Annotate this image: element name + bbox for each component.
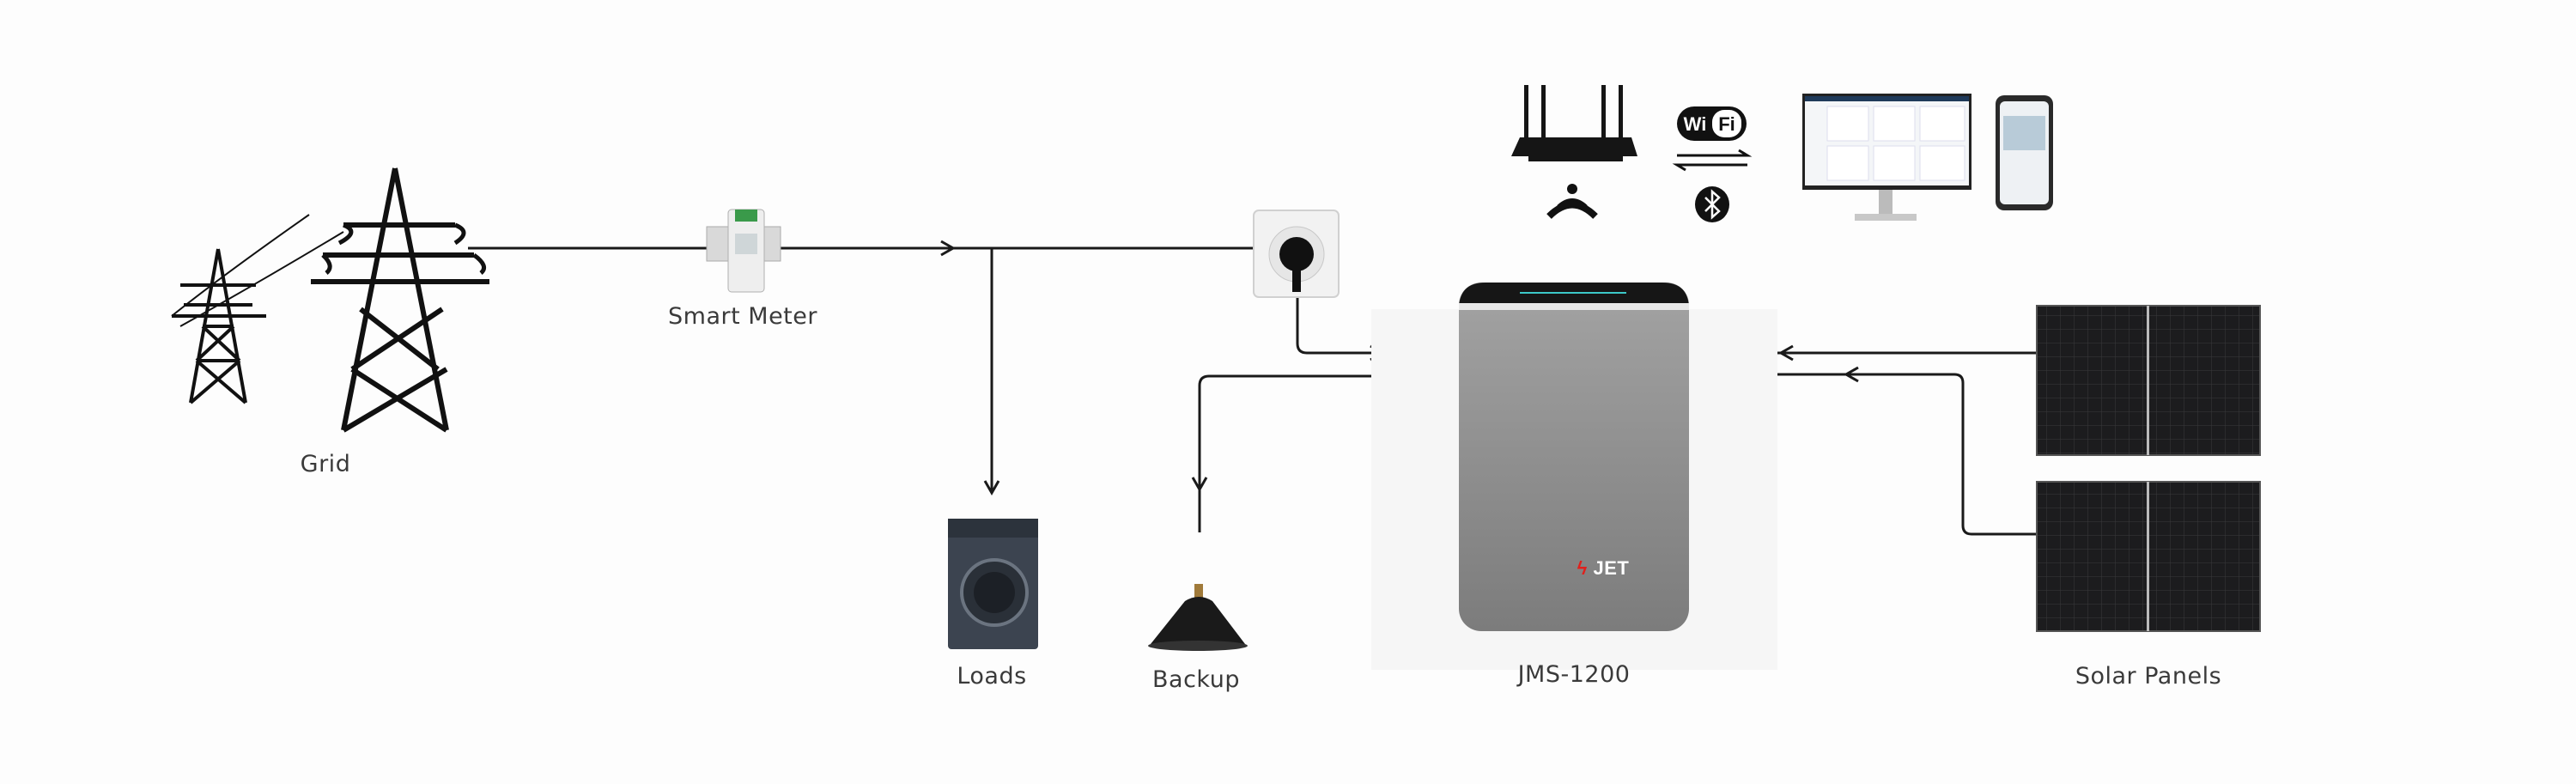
solar-bottom-line bbox=[1689, 373, 2037, 536]
battery-unit-icon bbox=[1371, 283, 1777, 670]
backup-flow-arrow bbox=[1191, 477, 1208, 493]
smartphone-icon bbox=[1996, 95, 2053, 210]
exchange-arrows-icon bbox=[1672, 149, 1753, 172]
battery-to-backup-line bbox=[1198, 374, 1459, 532]
wifi-badge-left: Wi bbox=[1684, 113, 1707, 135]
solar-bottom-arrow bbox=[1843, 366, 1859, 383]
monitor-icon bbox=[1802, 94, 1971, 221]
wifi-badge-right: Fi bbox=[1718, 113, 1735, 135]
battery-brand-text: JET bbox=[1593, 557, 1630, 579]
battery-brand-logo: ϟ JET bbox=[1577, 557, 1630, 579]
backup-label: Backup bbox=[1152, 666, 1240, 693]
transmission-tower-icon bbox=[311, 167, 489, 433]
grid-flow-arrow bbox=[940, 240, 957, 257]
pendant-lamp-icon bbox=[1148, 584, 1248, 651]
loads-flow-arrow bbox=[983, 480, 1000, 496]
washing-machine-icon bbox=[948, 519, 1038, 649]
solar-panels-label: Solar Panels bbox=[2075, 663, 2222, 690]
solar-panel-icon bbox=[2036, 305, 2261, 456]
bluetooth-icon bbox=[1695, 186, 1729, 222]
solar-panel-icon bbox=[2036, 481, 2261, 632]
router-icon bbox=[1511, 85, 1637, 161]
smart-meter-icon bbox=[706, 209, 781, 293]
connection-lines bbox=[468, 240, 2037, 536]
socket-to-battery-line bbox=[1296, 297, 1459, 355]
solar-top-arrow bbox=[1777, 344, 1794, 362]
wifi-badge-icon: Wi Fi bbox=[1677, 106, 1747, 141]
smart-meter-label: Smart Meter bbox=[668, 303, 817, 330]
loads-label: Loads bbox=[957, 663, 1027, 690]
wifi-signal-icon bbox=[1546, 184, 1598, 219]
battery-label: JMS-1200 bbox=[1517, 661, 1631, 688]
transmission-tower-icon bbox=[171, 214, 344, 404]
grid-label: Grid bbox=[300, 451, 351, 477]
wall-socket-icon bbox=[1253, 210, 1340, 298]
